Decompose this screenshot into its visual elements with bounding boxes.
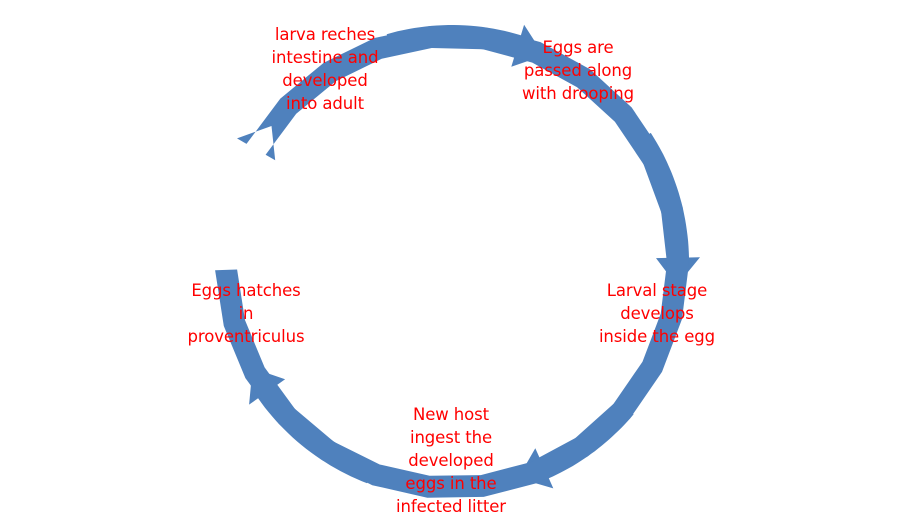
- stage-label-adult: larva reches intestine and developed int…: [271, 25, 379, 113]
- stage-label-eggs-hatch: Eggs hatches in proventriculus: [187, 281, 305, 346]
- stage-label-larval-stage: Larval stage develops inside the egg: [598, 281, 716, 346]
- stage-label-new-host: New host ingest the developed eggs in th…: [396, 405, 506, 516]
- stage-label-eggs-passed: Eggs are passed along with drooping: [521, 38, 635, 103]
